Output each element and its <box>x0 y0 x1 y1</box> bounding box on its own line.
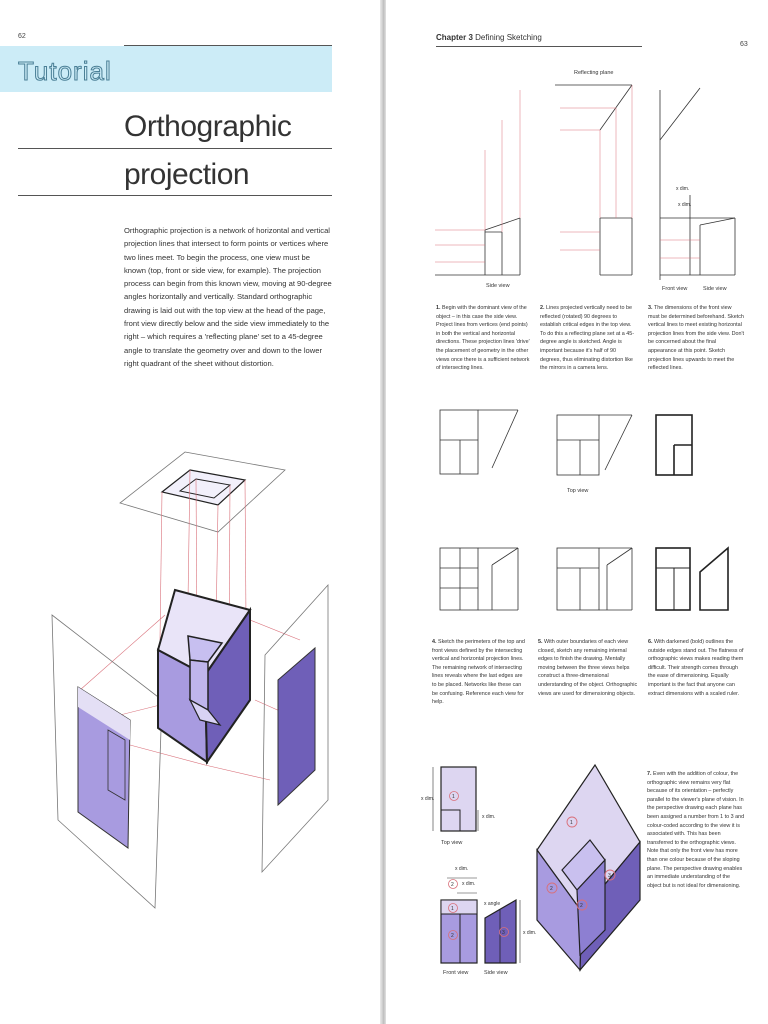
side-view-top-band <box>78 687 130 740</box>
label-side-view-1: Side view <box>486 283 510 289</box>
left-projection-plane <box>51 614 163 909</box>
front-view-outline <box>277 646 316 807</box>
plane-number-2-front-a: 2 <box>451 882 454 888</box>
page-number-right: 63 <box>740 41 748 48</box>
plane-number-1-top: 1 <box>452 794 455 800</box>
chapter-title: Defining Sketching <box>475 33 542 42</box>
plane-marker-2-persp-a <box>546 882 558 894</box>
book-gutter <box>378 0 388 1024</box>
label-x-dim-top-right: x dim. <box>482 814 495 820</box>
label-top-view-2: Top view <box>441 840 462 846</box>
step-6-text: With darkened (bold) outlines the outsid… <box>648 639 744 697</box>
chapter-label: Chapter 3 <box>436 33 473 42</box>
plane-marker-3-persp <box>604 869 616 881</box>
step-6-number: 6. <box>648 639 653 645</box>
side-view-notch <box>107 729 126 801</box>
step-5-number: 5. <box>538 639 543 645</box>
step-4-number: 4. <box>432 639 437 645</box>
plane-number-2-persp-a: 2 <box>550 886 553 892</box>
step-2-text: Lines projected vertically need to be re… <box>540 305 635 372</box>
top-projection-plane <box>119 451 286 533</box>
plane-marker-1-front <box>448 903 458 913</box>
colour-top-view <box>432 766 479 832</box>
step-1-text: Begin with the dominant view of the obje… <box>436 305 530 372</box>
label-x-dim-front-1: x dim. <box>455 866 468 872</box>
label-reflecting-plane: Reflecting plane <box>574 70 613 76</box>
diagram-step-5 <box>556 414 633 611</box>
page-title-line-2: projection <box>124 158 250 191</box>
label-top-view-1: Top view <box>567 488 588 494</box>
step-5-caption: 5. With outer boundaries of each view cl… <box>538 638 638 698</box>
page-title-line-1: Orthographic <box>124 110 292 143</box>
plane-number-3-persp: 3 <box>608 873 611 879</box>
step-1-caption: 1. Begin with the dominant view of the o… <box>436 304 530 373</box>
plane-marker-2-front-b <box>448 930 458 940</box>
step-2-number: 2. <box>540 305 545 311</box>
label-x-dim-side: x dim. <box>523 930 536 936</box>
right-projection-plane <box>261 583 329 874</box>
step-3-number: 3. <box>648 305 653 311</box>
label-x-dim-front-2: x dim. <box>462 881 475 887</box>
colour-perspective-drawing <box>536 763 641 972</box>
colour-side-view <box>484 898 521 964</box>
plane-marker-3-side <box>499 927 509 937</box>
step-4-caption: 4. Sketch the perimeters of the top and … <box>432 638 528 707</box>
plane-marker-2-persp-b <box>576 899 588 911</box>
diagram-step-4 <box>439 409 519 611</box>
diagram-step-1 <box>435 90 521 276</box>
plane-number-1-front: 1 <box>451 906 454 912</box>
step-1-number: 1. <box>436 305 441 311</box>
title-rule-2 <box>18 195 332 196</box>
label-front-view-1: Front view <box>662 286 687 292</box>
intro-paragraph: Orthographic projection is a network of … <box>124 226 332 368</box>
step-7-number: 7. <box>647 771 652 777</box>
chapter-rule <box>436 46 642 47</box>
chapter-heading: Chapter 3 Defining Sketching <box>436 33 542 42</box>
label-x-dim-top-left: x dim. <box>421 796 434 802</box>
label-front-view-2: Front view <box>443 970 468 976</box>
step-3-text: The dimensions of the front view must be… <box>648 305 745 372</box>
plane-marker-2-front-a <box>448 879 458 889</box>
label-x-dim-2: x dim. <box>678 202 691 208</box>
step-5-text: With outer boundaries of each view close… <box>538 639 638 697</box>
label-x-dim-1: x dim. <box>676 186 689 192</box>
label-side-view-3: Side view <box>484 970 508 976</box>
plane-marker-1-top <box>449 791 459 801</box>
label-side-view-2: Side view <box>703 286 727 292</box>
step-3-caption: 3. The dimensions of the front view must… <box>648 304 744 373</box>
plane-number-2-persp-b: 2 <box>580 903 583 909</box>
section-label: Tutorial <box>18 56 112 87</box>
step-6-caption: 6. With darkened (bold) outlines the out… <box>648 638 744 698</box>
label-x-angle: x angle <box>484 901 500 907</box>
top-view-inner <box>178 478 232 499</box>
plane-marker-1-persp <box>566 816 578 828</box>
diagram-step-2 <box>555 84 633 276</box>
colour-front-view <box>440 877 478 964</box>
header-rule <box>124 45 332 46</box>
tutorial-banner <box>0 46 332 92</box>
diagram-step-6 <box>655 414 729 611</box>
title-rule-1 <box>18 148 332 149</box>
step-4-text: Sketch the perimeters of the top and fro… <box>432 639 525 706</box>
page-number-left: 62 <box>18 33 26 40</box>
plane-number-1-persp: 1 <box>570 820 573 826</box>
step-7-text: Even with the addition of colour, the or… <box>647 771 745 889</box>
diagram-step-3 <box>659 87 736 280</box>
projection-illustration <box>51 451 329 909</box>
left-page: 62 Tutorial Orthographic projection Orth… <box>0 0 380 1024</box>
cube-notch-floor <box>188 698 222 727</box>
plane-number-3-side: 3 <box>502 930 505 936</box>
plane-number-2-front-b: 2 <box>451 933 454 939</box>
step-2-caption: 2. Lines projected vertically need to be… <box>540 304 638 373</box>
step-7-caption: 7. Even with the addition of colour, the… <box>647 770 745 890</box>
projection-lines <box>79 469 301 781</box>
